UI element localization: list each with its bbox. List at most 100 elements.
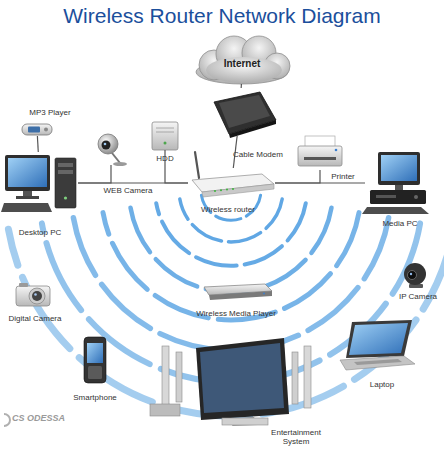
ip-camera-part	[404, 263, 426, 285]
smartphone-part	[87, 343, 103, 363]
entertainment-system-part	[162, 346, 169, 408]
wireless-router-node: Wireless router	[188, 168, 275, 198]
media-pc-part	[378, 152, 420, 185]
cable-modem-part	[229, 120, 276, 138]
hard-disk-drive-part	[156, 128, 174, 129]
digital-camera-node: Digital Camera	[14, 283, 52, 307]
media-pc-part	[370, 190, 426, 204]
watermark-logo	[4, 414, 10, 426]
laptop	[340, 320, 415, 370]
mp3-player	[22, 124, 52, 135]
cable-modem	[214, 92, 276, 138]
entertainment-system-part	[150, 404, 180, 416]
digital-camera-part	[19, 283, 28, 287]
web-camera-part	[104, 143, 107, 146]
wireless-router-part	[220, 189, 222, 191]
media-pc-part	[376, 195, 396, 198]
printer-node: Printer	[295, 133, 345, 170]
network-cable	[275, 182, 365, 183]
device-label: Entertainment System	[266, 428, 326, 446]
device-label: Smartphone	[73, 393, 117, 402]
media-pc-part	[381, 155, 417, 181]
hard-disk-drive-part	[152, 122, 178, 150]
device-label: Cable Modem	[233, 150, 283, 159]
laptop-node: Laptop	[335, 320, 415, 372]
media-pc-node: Media PC	[365, 150, 430, 216]
device-label: WEB Camera	[104, 186, 153, 195]
media-player-node: Wireless Media Player	[200, 283, 272, 301]
wireless-waves-part	[131, 208, 332, 293]
wireless-router	[192, 152, 274, 197]
mp3-player-part	[28, 127, 40, 133]
ip-camera-node: IP Camera	[400, 262, 430, 290]
device-label: Printer	[331, 172, 355, 181]
desktop-pc-part	[23, 191, 32, 196]
network-cable	[78, 182, 188, 183]
printer-part	[304, 157, 336, 160]
desktop-pc-node: Desktop PC	[2, 152, 78, 214]
cable-modem-part	[214, 92, 276, 134]
entertainment-system-part	[304, 346, 311, 408]
web-camera-part	[112, 153, 120, 163]
web-camera-part	[113, 162, 127, 166]
laptop-part	[349, 323, 408, 355]
media-pc-part	[414, 195, 418, 199]
wireless-waves-part	[201, 195, 260, 220]
device-label: Digital Camera	[9, 314, 62, 323]
device-label: HDD	[156, 154, 173, 163]
web-camera	[98, 134, 127, 166]
wireless-media-player	[204, 284, 272, 300]
device-label: IP Camera	[399, 292, 437, 301]
ip-camera-part	[408, 271, 417, 280]
wireless-waves-part	[103, 213, 359, 320]
desktop-pc-part	[8, 158, 47, 187]
desktop-pc-part	[55, 158, 76, 208]
desktop-pc-part	[64, 196, 67, 199]
hdd-node: HDD	[150, 120, 180, 150]
mp3-player-part	[44, 128, 48, 132]
internet-cloud-node: Internet	[195, 38, 290, 84]
smartphone-part	[88, 366, 102, 379]
wireless-waves-part	[8, 229, 444, 416]
network-cable	[37, 136, 39, 152]
hard-disk-drive-part	[156, 132, 174, 133]
watermark-text: CS ODESSA	[12, 413, 65, 423]
wireless-router-part	[214, 190, 216, 192]
entertainment-system-part	[292, 352, 298, 404]
wireless-router-part	[232, 188, 234, 190]
wireless-waves-part	[73, 218, 388, 350]
device-label: Laptop	[370, 380, 394, 389]
wireless-router-part	[202, 184, 274, 197]
smartphone	[84, 337, 106, 383]
wireless-waves	[8, 195, 444, 416]
printer	[298, 136, 342, 166]
network-cable	[275, 170, 320, 183]
media-pc-part	[395, 185, 403, 190]
digital-camera-part	[16, 286, 50, 306]
entertainment-system-part	[196, 338, 289, 420]
digital-camera-part	[29, 288, 45, 304]
digital-camera-part	[34, 293, 37, 296]
media-pc	[362, 152, 429, 214]
network-cable	[78, 165, 111, 183]
device-label: Wireless router	[201, 205, 255, 214]
web-camera-part	[98, 134, 118, 154]
internet-cloud	[196, 36, 290, 84]
wireless-router-part	[226, 189, 228, 191]
smartphone-part	[84, 337, 106, 383]
entertainment-system	[150, 338, 311, 426]
smartphone-node: Smartphone	[82, 335, 108, 385]
wireless-media-player-part	[263, 293, 265, 295]
hard-disk-drive	[152, 122, 178, 150]
digital-camera	[16, 283, 50, 306]
diagram-title: Wireless Router Network Diagram	[0, 3, 444, 29]
internet-cloud-part	[206, 57, 282, 83]
web-camera-node: WEB Camera	[95, 133, 127, 165]
device-label: Media PC	[382, 219, 417, 228]
wireless-router-part	[195, 152, 199, 178]
device-label: MP3 Player	[29, 108, 70, 117]
desktop-pc-part	[5, 155, 50, 191]
device-label: Desktop PC	[19, 228, 62, 237]
ip-camera	[404, 263, 426, 288]
